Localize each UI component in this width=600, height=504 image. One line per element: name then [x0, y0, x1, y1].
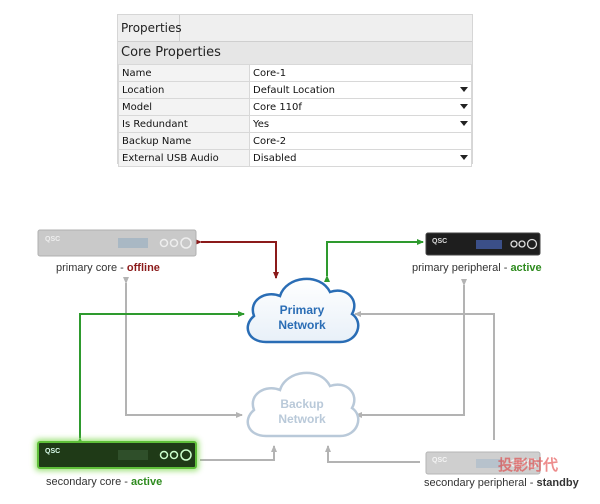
link-primary-core-to-backup	[123, 277, 243, 418]
label-separator: -	[117, 262, 127, 274]
primary-peripheral-status: active	[510, 262, 542, 274]
primary-core-device[interactable]: QSC	[37, 229, 197, 257]
secondary-peripheral-device[interactable]: QSC	[425, 451, 541, 475]
section-core-properties: Core Properties	[118, 42, 472, 64]
property-value: Default Location	[253, 84, 336, 96]
property-value: Disabled	[253, 152, 297, 164]
link-secondary-peripheral-to-primary	[354, 311, 495, 440]
dropdown-arrow-icon[interactable]	[460, 87, 468, 92]
tab-properties[interactable]: Properties	[118, 15, 182, 41]
device-brand-logo: QSC	[432, 457, 447, 464]
property-value: Core-2	[253, 135, 287, 147]
primary-peripheral-device[interactable]: QSC	[425, 232, 541, 256]
primary-network-label-1: Primary	[280, 303, 325, 317]
property-value: Core 110f	[253, 101, 302, 113]
secondary-core-status: active	[131, 476, 163, 488]
secondary-core-device[interactable]: QSC	[35, 439, 199, 471]
property-key: Is Redundant	[118, 115, 250, 133]
device-brand-logo: QSC	[45, 236, 60, 243]
link-secondary-core-to-backup	[200, 445, 277, 461]
secondary-core-label: secondary core - active	[46, 476, 162, 488]
watermark: 投影时代	[498, 456, 558, 474]
secondary-core-name: secondary core	[46, 476, 122, 488]
primary-peripheral-name: primary peripheral	[412, 262, 501, 274]
link-primary-peripheral-active	[324, 239, 424, 282]
secondary-peripheral-label: secondary peripheral - standby	[424, 477, 579, 489]
property-value-dropdown[interactable]: Disabled	[249, 149, 472, 167]
link-primary-peripheral-to-backup	[355, 279, 467, 418]
dropdown-arrow-icon[interactable]	[460, 104, 468, 109]
device-brand-logo: QSC	[45, 448, 60, 455]
backup-network-cloud[interactable]: Backup Network	[246, 371, 360, 438]
primary-core-status: offline	[126, 262, 160, 274]
tab-divider	[118, 41, 472, 42]
link-secondary-peripheral-to-backup	[325, 445, 420, 463]
primary-core-name: primary core	[56, 262, 118, 274]
label-separator: -	[526, 477, 537, 489]
secondary-peripheral-name: secondary peripheral	[424, 477, 527, 489]
dropdown-arrow-icon[interactable]	[460, 121, 468, 126]
device-brand-logo: QSC	[432, 238, 447, 245]
property-value: Yes	[253, 118, 270, 130]
property-key: Location	[118, 81, 250, 99]
secondary-peripheral-status: standby	[536, 477, 579, 489]
backup-network-label-2: Network	[278, 412, 326, 426]
green-links	[77, 239, 424, 444]
primary-peripheral-label: primary peripheral - active	[412, 262, 542, 274]
property-key: Model	[118, 98, 250, 116]
property-value-field[interactable]: Core-2	[249, 132, 472, 150]
label-separator: -	[500, 262, 511, 274]
property-key: Backup Name	[118, 132, 250, 150]
link-primary-core-offline	[195, 239, 279, 279]
property-value-dropdown[interactable]: Yes	[249, 115, 472, 133]
primary-core-label: primary core - offline	[56, 262, 160, 274]
primary-network-label-2: Network	[278, 318, 326, 332]
label-separator: -	[121, 476, 131, 488]
primary-network-cloud[interactable]: Primary Network	[246, 277, 360, 344]
property-key: External USB Audio	[118, 149, 250, 167]
property-value: Core-1	[253, 67, 287, 79]
property-key: Name	[118, 64, 250, 82]
link-secondary-core-active	[77, 311, 245, 444]
backup-network-label-1: Backup	[280, 397, 323, 411]
dropdown-arrow-icon[interactable]	[460, 155, 468, 160]
